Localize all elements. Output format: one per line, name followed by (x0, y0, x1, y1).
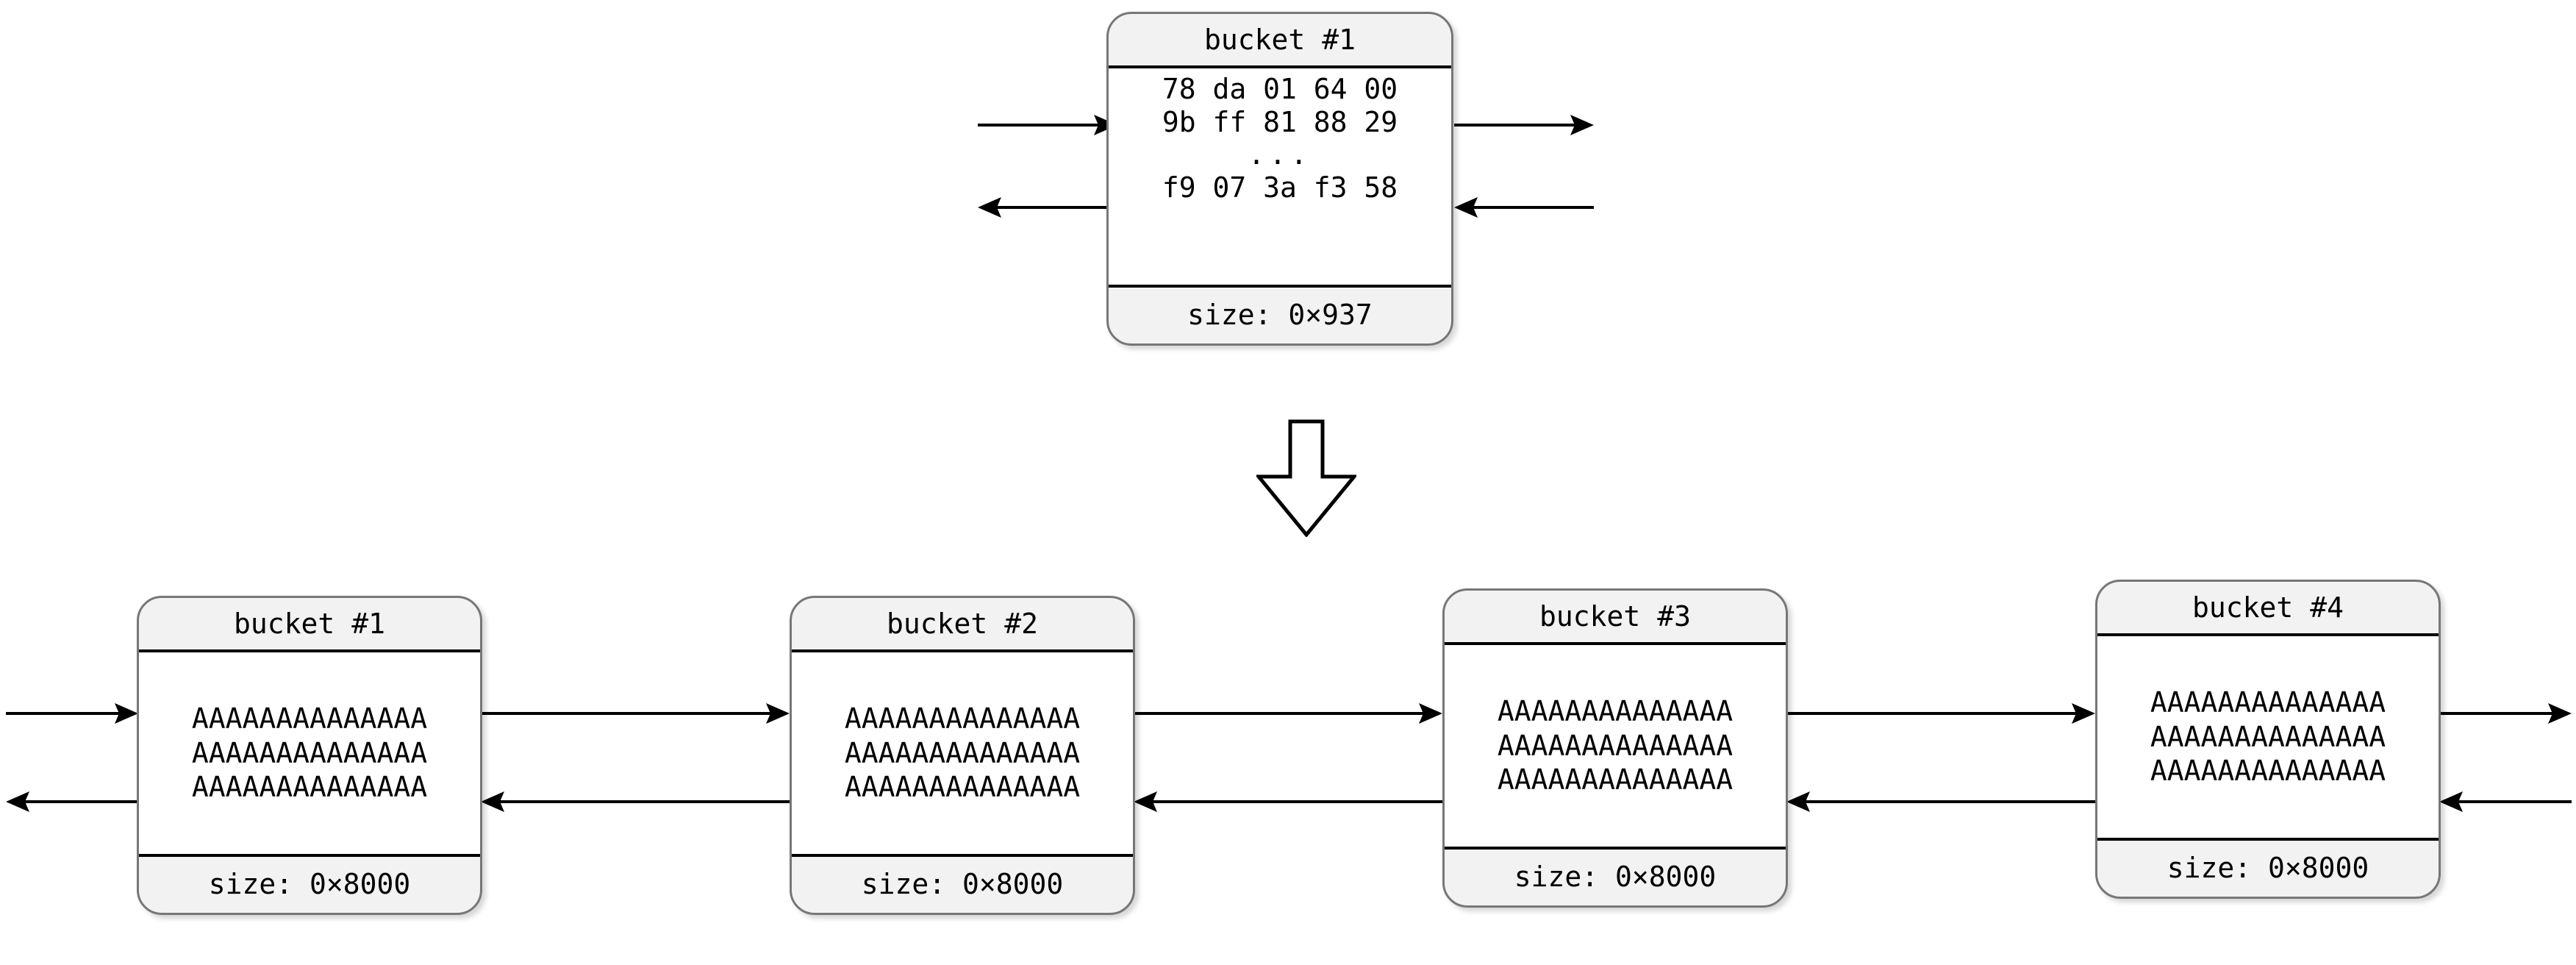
top-outbound-arrow-icon (1454, 115, 1594, 135)
bottom-forward-edge-1-2-arrow-icon (481, 703, 790, 724)
bottom-bucket-4-line-1: AAAAAAAAAAAAAA (2150, 686, 2386, 719)
top-left-return-arrow-icon (978, 197, 1117, 218)
bottom-bucket-3-line-1: AAAAAAAAAAAAAA (1497, 695, 1734, 728)
bottom-rightmost-return-arrow-icon (2439, 791, 2572, 812)
bottom-bucket-1-line-3: AAAAAAAAAAAAAA (191, 771, 428, 804)
top-bucket-hex-line-2: 9b ff 81 88 29 (1162, 105, 1398, 138)
top-inbound-arrow-icon (978, 115, 1117, 135)
bottom-leftmost-return-arrow-icon (6, 791, 138, 812)
bottom-bucket-body-1: AAAAAAAAAAAAAA AAAAAAAAAAAAAA AAAAAAAAAA… (139, 649, 480, 858)
top-bucket-body: 78 da 01 64 00 9b ff 81 88 29 ... f9 07 … (1109, 65, 1451, 288)
top-bucket-ellipsis: ... (1248, 138, 1312, 171)
bottom-bucket-1-line-2: AAAAAAAAAAAAAA (191, 736, 428, 769)
bottom-bucket-size-label-3: size: 0×8000 (1514, 861, 1717, 894)
bottom-bucket-2-line-1: AAAAAAAAAAAAAA (844, 702, 1081, 736)
bottom-bucket-1-line-1: AAAAAAAAAAAAAA (191, 702, 428, 736)
top-right-return-arrow-icon (1454, 197, 1594, 218)
bottom-backward-edge-4-3-arrow-icon (1786, 791, 2095, 812)
bottom-bucket-title-3: bucket #3 (1539, 600, 1691, 633)
bottom-backward-edge-2-1-arrow-icon (481, 791, 790, 812)
bottom-bucket-body-4: AAAAAAAAAAAAAA AAAAAAAAAAAAAA AAAAAAAAAA… (2097, 633, 2439, 841)
down-block-arrow-icon (1256, 419, 1356, 537)
bottom-bucket-node-2[interactable]: bucket #2 AAAAAAAAAAAAAA AAAAAAAAAAAAAA … (790, 596, 1135, 915)
top-bucket-node[interactable]: bucket #1 78 da 01 64 00 9b ff 81 88 29 … (1106, 12, 1453, 346)
top-bucket-hex-line-4: f9 07 3a f3 58 (1162, 171, 1398, 204)
bottom-bucket-4-line-2: AAAAAAAAAAAAAA (2150, 720, 2386, 753)
bottom-forward-edge-2-3-arrow-icon (1134, 703, 1442, 724)
bottom-bucket-title-2: bucket #2 (887, 608, 1038, 640)
bottom-bucket-size-label-1: size: 0×8000 (208, 868, 411, 901)
top-bucket-hex-line-1: 78 da 01 64 00 (1162, 72, 1398, 105)
top-bucket-size-label: size: 0×937 (1187, 299, 1373, 332)
bottom-bucket-2-line-2: AAAAAAAAAAAAAA (844, 736, 1081, 769)
bottom-bucket-2-line-3: AAAAAAAAAAAAAA (844, 771, 1081, 804)
bottom-bucket-size-label-4: size: 0×8000 (2167, 852, 2369, 885)
bottom-backward-edge-3-2-arrow-icon (1134, 791, 1442, 812)
bottom-bucket-4-line-3: AAAAAAAAAAAAAA (2150, 755, 2386, 788)
bottom-leftmost-inbound-arrow-icon (6, 703, 138, 724)
bottom-bucket-3-line-2: AAAAAAAAAAAAAA (1497, 729, 1734, 762)
bottom-bucket-size-label-2: size: 0×8000 (861, 868, 1064, 901)
bottom-rightmost-outbound-arrow-icon (2439, 703, 2572, 724)
top-bucket-title: bucket #1 (1204, 24, 1356, 56)
bottom-bucket-node-1[interactable]: bucket #1 AAAAAAAAAAAAAA AAAAAAAAAAAAAA … (137, 596, 482, 915)
bottom-bucket-3-line-3: AAAAAAAAAAAAAA (1497, 763, 1734, 797)
bottom-bucket-node-4[interactable]: bucket #4 AAAAAAAAAAAAAA AAAAAAAAAAAAAA … (2095, 580, 2441, 899)
bottom-forward-edge-3-4-arrow-icon (1786, 703, 2095, 724)
bottom-bucket-title-1: bucket #1 (234, 608, 385, 640)
bottom-bucket-node-3[interactable]: bucket #3 AAAAAAAAAAAAAA AAAAAAAAAAAAAA … (1442, 588, 1788, 908)
bottom-bucket-title-4: bucket #4 (2192, 591, 2344, 624)
bottom-bucket-body-3: AAAAAAAAAAAAAA AAAAAAAAAAAAAA AAAAAAAAAA… (1445, 641, 1786, 850)
bottom-bucket-body-2: AAAAAAAAAAAAAA AAAAAAAAAAAAAA AAAAAAAAAA… (792, 649, 1133, 858)
